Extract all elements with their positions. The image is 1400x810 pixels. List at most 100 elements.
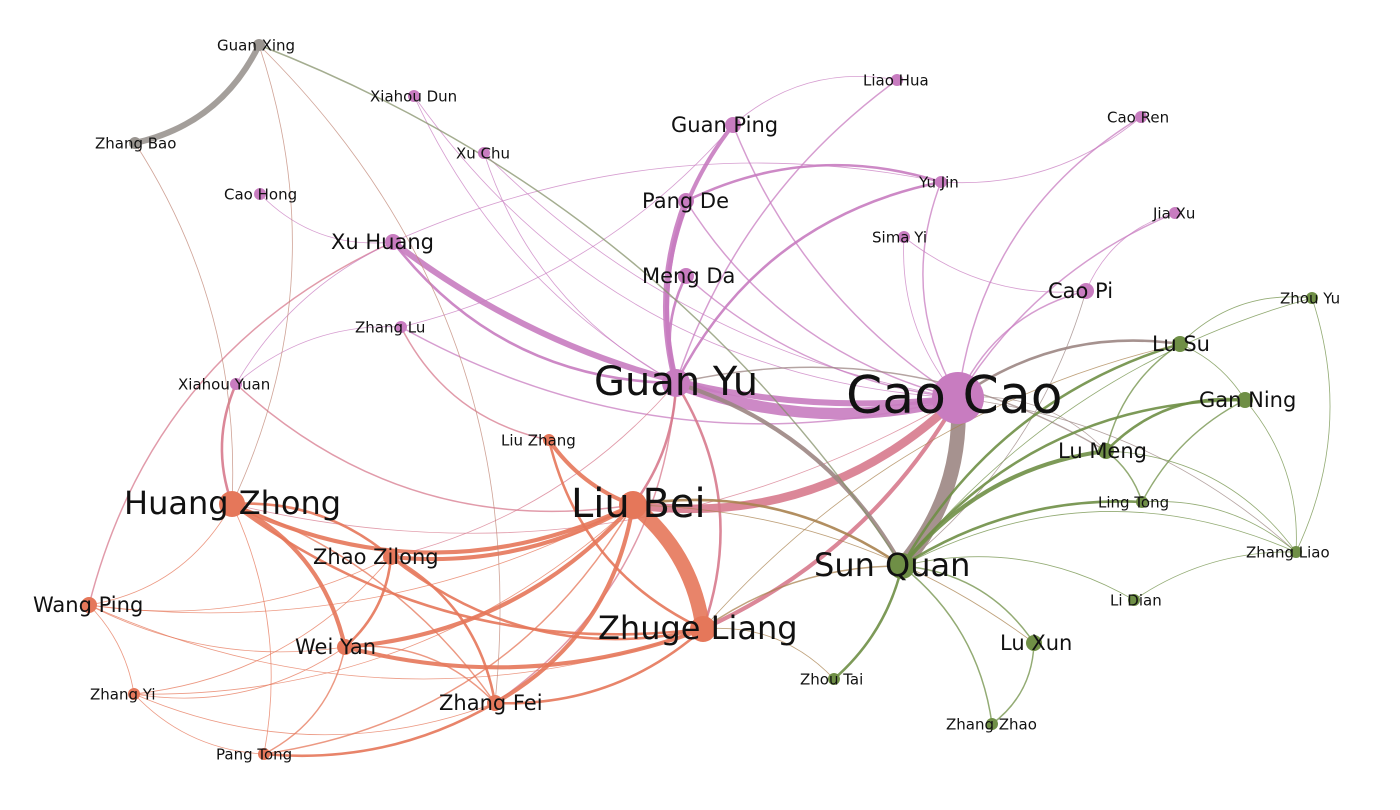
node-label-cao-ren: Cao Ren <box>1107 109 1169 127</box>
edge-zhuge-liang-lu-su <box>702 343 1181 630</box>
node-sun-quan[interactable] <box>889 553 915 579</box>
node-label-meng-da: Meng Da <box>642 264 735 288</box>
node-zhang-zhao[interactable] <box>986 718 998 730</box>
node-label-cao-pi: Cao Pi <box>1048 279 1113 303</box>
edge-xu-huang-cao-hong <box>259 193 394 244</box>
edge-zhou-yu-zhang-liao <box>1295 297 1331 553</box>
node-label-sima-yi: Sima Yi <box>872 229 927 247</box>
node-sima-yi[interactable] <box>898 231 910 243</box>
edge-cao-cao-xiahou-dun <box>413 95 959 399</box>
edge-guan-xing-sun-quan <box>258 44 903 567</box>
node-label-wang-ping: Wang Ping <box>33 593 143 617</box>
node-guan-xing[interactable] <box>253 39 265 51</box>
edge-liu-bei-zhuge-liang <box>625 497 711 637</box>
node-liu-zhang[interactable] <box>543 434 555 446</box>
node-label-zhang-yi: Zhang Yi <box>90 686 156 704</box>
node-label-gan-ning: Gan Ning <box>1199 388 1296 412</box>
edge-guan-yu-xu-huang <box>391 240 678 385</box>
edge-sun-quan-ling-tong <box>900 500 1144 568</box>
edge-lu-xun-zhang-zhao <box>991 642 1035 725</box>
node-pang-tong[interactable] <box>258 748 270 760</box>
node-lu-xun[interactable] <box>1026 635 1042 651</box>
edge-cao-cao-meng-da <box>685 275 959 399</box>
edge-liu-bei-lu-xun <box>632 504 1035 644</box>
node-wei-yan[interactable] <box>337 639 353 655</box>
edge-zhao-zilong-zhang-yi <box>133 556 392 695</box>
node-guan-yu[interactable] <box>662 369 690 397</box>
edge-cao-ren-yu-jin <box>940 116 1142 184</box>
node-label-zhuge-liang: Zhuge Liang <box>598 609 798 647</box>
node-label-xiahou-yuan: Xiahou Yuan <box>178 376 270 394</box>
edge-lu-meng-gan-ning <box>1104 397 1247 453</box>
node-liu-bei[interactable] <box>619 491 647 519</box>
node-label-pang-tong: Pang Tong <box>216 746 292 764</box>
edge-liu-zhang-zhang-lu <box>400 326 550 441</box>
edge-liu-bei-wang-ping <box>88 504 634 614</box>
node-lu-meng[interactable] <box>1098 443 1114 459</box>
node-zhang-lu[interactable] <box>395 321 407 333</box>
edge-huang-zhong-zhao-zilong <box>230 502 393 559</box>
edge-guan-yu-zhao-zilong <box>390 382 677 558</box>
node-li-dian[interactable] <box>1128 594 1140 606</box>
node-xiahou-dun[interactable] <box>408 90 420 102</box>
node-yu-jin[interactable] <box>935 176 947 188</box>
node-label-lu-su: Lu Su <box>1152 332 1210 356</box>
edge-zhang-fei-zhang-yi <box>133 693 496 736</box>
node-jia-xu[interactable] <box>1169 207 1181 219</box>
edge-zhuge-liang-zhang-fei <box>493 627 705 705</box>
node-zhang-fei[interactable] <box>487 695 503 711</box>
node-cao-pi[interactable] <box>1078 283 1094 299</box>
edge-liu-bei-xiahou-yuan <box>235 383 634 513</box>
node-pang-de[interactable] <box>678 193 694 209</box>
edge-li-dian-zhang-liao <box>1133 551 1297 601</box>
node-zhang-yi[interactable] <box>128 688 140 700</box>
edge-cao-cao-yu-jin <box>922 181 959 399</box>
edge-guan-ping-liao-hua <box>732 75 898 126</box>
node-zhao-zilong[interactable] <box>383 549 399 565</box>
node-meng-da[interactable] <box>678 268 694 284</box>
edge-cao-cao-zhang-liao <box>957 397 1297 553</box>
edge-gan-ning-zhang-liao <box>1244 399 1297 553</box>
node-wang-ping[interactable] <box>81 597 97 613</box>
edge-sun-quan-li-dian <box>901 556 1135 601</box>
edge-sun-quan-lu-su <box>900 342 1182 568</box>
node-label-zhang-zhao: Zhang Zhao <box>946 716 1037 734</box>
node-label-zhao-zilong: Zhao Zilong <box>313 545 439 569</box>
node-label-liao-hua: Liao Hua <box>863 72 929 90</box>
node-cao-cao[interactable] <box>932 372 984 424</box>
edge-zhuge-liang-sun-quan <box>702 565 903 630</box>
node-liao-hua[interactable] <box>891 74 903 86</box>
node-guan-ping[interactable] <box>725 117 741 133</box>
node-xu-chu[interactable] <box>478 147 490 159</box>
node-zhou-tai[interactable] <box>828 673 840 685</box>
node-label-xu-huang: Xu Huang <box>331 230 434 254</box>
node-cao-ren[interactable] <box>1135 111 1147 123</box>
node-label-zhang-lu: Zhang Lu <box>355 319 425 337</box>
node-zhang-liao[interactable] <box>1290 546 1302 558</box>
edge-cao-cao-pang-de <box>685 200 959 399</box>
node-xiahou-yuan[interactable] <box>230 378 242 390</box>
edge-huang-zhong-wei-yan <box>229 501 348 650</box>
edge-lu-su-zhou-yu <box>1179 296 1313 345</box>
node-xu-huang[interactable] <box>385 234 401 250</box>
node-label-li-dian: Li Dian <box>1110 592 1162 610</box>
node-huang-zhong[interactable] <box>219 491 245 517</box>
node-zhang-bao[interactable] <box>129 137 141 149</box>
edge-guan-yu-sun-quan <box>673 380 905 569</box>
edge-wei-yan-wang-ping <box>88 604 346 653</box>
node-zhuge-liang[interactable] <box>690 616 716 642</box>
edge-zhang-bao-huang-zhong <box>134 142 234 505</box>
edge-cao-cao-cao-ren <box>957 116 1142 399</box>
node-ling-tong[interactable] <box>1136 496 1148 508</box>
node-lu-su[interactable] <box>1172 336 1188 352</box>
edge-zhao-zilong-wang-ping <box>88 556 392 612</box>
node-gan-ning[interactable] <box>1237 392 1253 408</box>
node-label-cao-hong: Cao Hong <box>224 186 297 204</box>
node-cao-hong[interactable] <box>254 188 266 200</box>
node-zhou-yu[interactable] <box>1306 292 1318 304</box>
edge-lu-su-gan-ning <box>1179 343 1246 401</box>
edge-cao-pi-jia-xu <box>1085 212 1176 292</box>
edge-zhang-fei-pang-tong <box>262 701 497 758</box>
